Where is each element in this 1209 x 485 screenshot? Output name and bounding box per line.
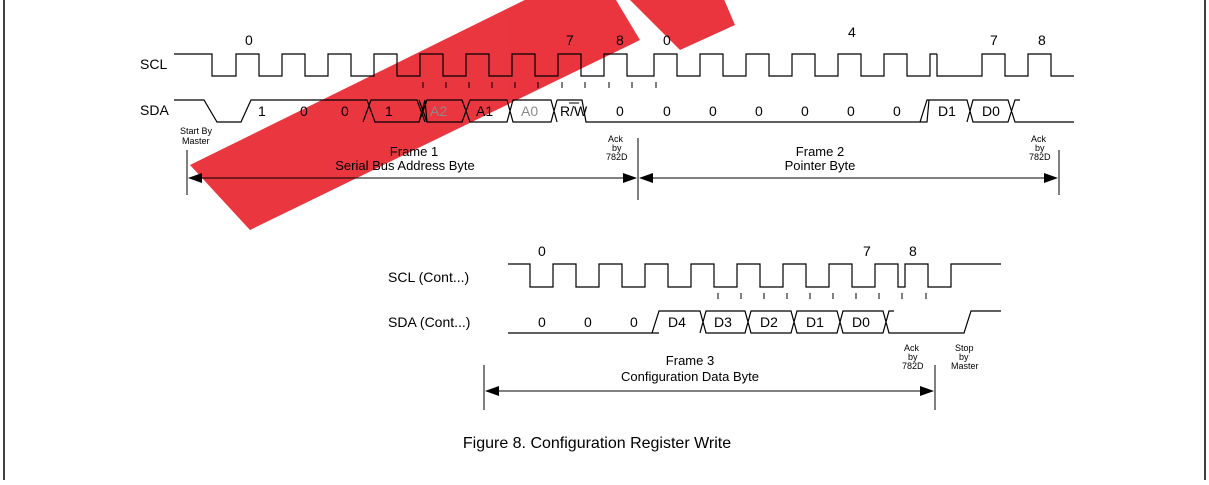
scl-cont-waveform <box>508 263 1001 288</box>
clock-number: 8 <box>909 243 917 259</box>
sda-label: SDA <box>140 102 169 118</box>
clock-number: 8 <box>1038 32 1046 48</box>
ack-note-line: Ack <box>904 343 920 353</box>
sda-bit: 1 <box>258 103 266 119</box>
sda-bit: 1 <box>385 103 393 119</box>
clock-number: 0 <box>663 32 671 48</box>
sda-bit: 0 <box>801 103 809 119</box>
scl-cont-label: SCL (Cont...) <box>388 269 469 285</box>
sda-bit: 0 <box>709 103 717 119</box>
scl-tick-marks <box>422 82 657 88</box>
sda-bit-rw: R/W <box>560 103 588 119</box>
frame3-title: Frame 3 <box>666 353 714 368</box>
scl-waveform <box>174 53 1074 77</box>
sda-bit: 0 <box>584 314 592 330</box>
clock-number: 7 <box>566 32 574 48</box>
sda-bit: 0 <box>616 103 624 119</box>
clock-number: 7 <box>990 32 998 48</box>
clock-number: 0 <box>538 243 546 259</box>
sda-bit: 0 <box>893 103 901 119</box>
sda-bit: D0 <box>852 314 870 330</box>
sda-bit: D1 <box>938 103 956 119</box>
clock-number: 8 <box>616 32 624 48</box>
frame1-title: Frame 1 <box>390 144 438 159</box>
sda-bit: D1 <box>806 314 824 330</box>
frame2-subtitle: Pointer Byte <box>785 158 856 173</box>
ack-note-line: 782D <box>606 152 628 162</box>
sda-bit: 0 <box>341 103 349 119</box>
ack-note-line: by <box>1035 143 1045 153</box>
sda-bit: 0 <box>300 103 308 119</box>
start-note-line: Start By <box>180 126 213 136</box>
stop-note-line: Stop <box>955 343 974 353</box>
frame1-subtitle: Serial Bus Address Byte <box>335 158 474 173</box>
clock-number: 0 <box>245 32 253 48</box>
stop-note-line: Master <box>951 361 979 371</box>
scl-cont-tick-marks <box>717 293 927 299</box>
sda-cont-label: SDA (Cont...) <box>388 314 470 330</box>
sda-bit: D0 <box>982 103 1000 119</box>
frame2-title: Frame 2 <box>796 144 844 159</box>
ack-note-line: Ack <box>1031 134 1047 144</box>
sda-cont-waveform <box>508 310 1001 334</box>
scl-label: SCL <box>140 56 167 72</box>
frame3-subtitle: Configuration Data Byte <box>621 369 759 384</box>
ack-note-line: Ack <box>608 134 624 144</box>
figure-caption: Figure 8. Configuration Register Write <box>463 435 731 452</box>
sda-bit: A2 <box>430 103 447 119</box>
clock-number: 4 <box>848 24 856 40</box>
sda-bit: A1 <box>476 103 493 119</box>
sda-waveform <box>174 99 1074 123</box>
ack-note-line: by <box>612 143 622 153</box>
sda-bit: 0 <box>755 103 763 119</box>
sda-bit: 0 <box>847 103 855 119</box>
ack-note-line: by <box>908 352 918 362</box>
sda-bit: D3 <box>714 314 732 330</box>
start-note-line: Master <box>182 136 210 146</box>
sda-bit: 0 <box>630 314 638 330</box>
ack-note-line: 782D <box>902 361 924 371</box>
ack-note-line: 782D <box>1029 152 1051 162</box>
sda-bit: 0 <box>663 103 671 119</box>
clock-number: 7 <box>863 243 871 259</box>
sda-bit: 0 <box>538 314 546 330</box>
watermark-logo <box>190 0 735 230</box>
sda-bit: A0 <box>521 103 538 119</box>
stop-note-line: by <box>959 352 969 362</box>
sda-bit: D4 <box>668 314 686 330</box>
sda-bit: D2 <box>760 314 778 330</box>
